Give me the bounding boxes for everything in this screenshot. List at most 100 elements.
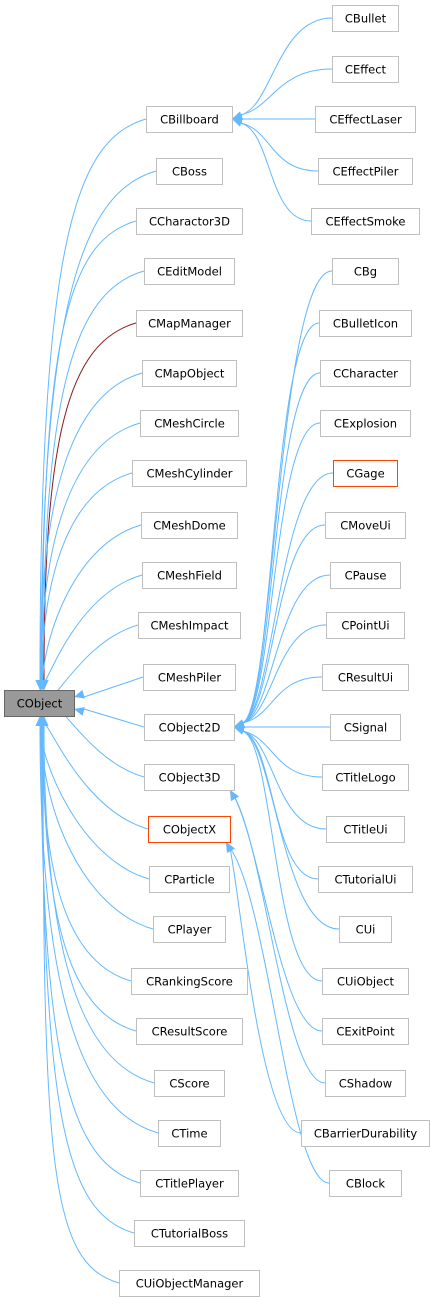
node-box [311,208,420,235]
edge-cbg-to-cobject2d [241,270,333,724]
node-ctitleui[interactable]: CTitleUi [326,816,405,843]
node-ctutorialboss[interactable]: CTutorialBoss [134,1220,245,1247]
node-cexplosion[interactable]: CExplosion [320,410,411,437]
node-ctitlelogo[interactable]: CTitleLogo [322,764,409,791]
node-label: CMeshField [157,569,222,583]
node-label: CCharacter [333,367,398,381]
node-label: CMeshCircle [154,417,225,431]
edge-cmeshimpact-to-cobject-arrowhead [35,680,45,690]
edge-cbullet-to-cbillboard [239,17,333,116]
node-cexitpoint[interactable]: CExitPoint [322,1018,409,1045]
node-ceffectsmoke[interactable]: CEffectSmoke [311,208,420,235]
node-label: CBillboard [160,113,219,127]
node-ccharactor3d[interactable]: CCharactor3D [136,208,243,235]
node-cbulleticon[interactable]: CBulletIcon [319,310,412,337]
node-box [315,106,416,133]
node-box [318,866,413,893]
edge-ceffectpiler-to-cbillboard [239,122,319,172]
node-label: CPause [345,569,387,583]
node-box [136,1018,243,1045]
node-cuiobject[interactable]: CUiObject [322,968,409,995]
node-label: CMeshImpact [150,619,229,633]
node-cmeshcylinder[interactable]: CMeshCylinder [132,460,247,487]
node-cboss[interactable]: CBoss [156,158,223,185]
node-cmapmanager[interactable]: CMapManager [136,310,243,337]
node-cmeshdome[interactable]: CMeshDome [141,512,238,539]
edges [35,17,340,1284]
node-box [320,360,411,387]
node-ceditmodel[interactable]: CEditModel [144,258,235,285]
node-cmeshcircle[interactable]: CMeshCircle [140,410,239,437]
node-label: CObject2D [159,721,221,735]
node-ceffectpiler[interactable]: CEffectPiler [318,158,413,185]
node-ceffect[interactable]: CEffect [332,56,399,83]
node-cbullet[interactable]: CBullet [332,5,399,32]
edge-ctutorialboss-to-cobject [41,725,135,1234]
node-csignal[interactable]: CSignal [330,714,401,741]
node-cmoveui[interactable]: CMoveUi [325,512,406,539]
node-cscore[interactable]: CScore [154,1070,225,1097]
edge-crankingscore-to-cobject [41,725,132,982]
node-label: CSignal [344,721,387,735]
node-cmapobject[interactable]: CMapObject [142,360,237,387]
node-ctutorialui[interactable]: CTutorialUi [318,866,413,893]
edge-cmoveui-to-cobject2d [241,524,326,724]
node-label: CBoss [172,165,207,179]
node-cui[interactable]: CUi [339,916,392,943]
node-box [326,816,405,843]
node-cbarrierdurability[interactable]: CBarrierDurability [301,1120,430,1147]
node-box [134,1220,245,1247]
node-box [149,866,230,893]
edge-cshadow-to-cobject3d [233,795,326,1084]
edge-cmeshdome-to-cobject [42,524,142,681]
node-label: CObject3D [159,771,221,785]
node-label: CBarrierDurability [314,1127,418,1141]
node-box [138,612,241,639]
edge-cpointui-to-cobject2d [241,624,327,724]
node-cbg[interactable]: CBg [332,258,399,285]
edge-cuiobjectmanager-to-cobject [42,725,120,1284]
node-box [325,1070,406,1097]
edge-cobject2d-to-cobject [83,708,145,728]
node-cobject3d[interactable]: CObject3D [144,764,235,791]
edge-cuiobject-to-cobject2d-arrowhead [234,726,245,735]
edge-cgage-to-cobject2d [241,472,334,724]
edge-ccharactor3d-to-cobject [41,220,137,681]
node-label: CEffectSmoke [326,215,406,229]
node-cobjectx[interactable]: CObjectX [148,816,231,843]
node-cmeshfield[interactable]: CMeshField [142,562,237,589]
node-cshadow[interactable]: CShadow [325,1070,406,1097]
edge-cmapmanager-to-cobject [43,322,137,681]
node-cmeshimpact[interactable]: CMeshImpact [138,612,241,639]
node-cparticle[interactable]: CParticle [149,866,230,893]
node-cpause[interactable]: CPause [330,562,401,589]
node-cpointui[interactable]: CPointUi [326,612,405,639]
node-cplayer[interactable]: CPlayer [153,916,226,943]
edge-cbillboard-to-cobject [39,118,147,681]
edge-ccharacter-to-cobject2d [241,372,321,724]
node-ccharacter[interactable]: CCharacter [320,360,411,387]
node-ctime[interactable]: CTime [158,1120,221,1147]
edge-cbulleticon-to-cobject2d [241,322,320,724]
node-cblock[interactable]: CBlock [329,1170,402,1197]
node-crankingscore[interactable]: CRankingScore [131,968,248,995]
node-ceffectlaser[interactable]: CEffectLaser [315,106,416,133]
node-cresultscore[interactable]: CResultScore [136,1018,243,1045]
edge-cobjectx-to-cobject [43,723,149,830]
node-cobject[interactable]: CObject [4,690,75,717]
node-cmeshpiler[interactable]: CMeshPiler [143,664,236,691]
node-cobject2d[interactable]: CObject2D [144,714,235,741]
node-box [158,1120,221,1147]
node-cuiobjectmanager[interactable]: CUiObjectManager [119,1270,260,1297]
node-cgage[interactable]: CGage [333,460,398,487]
edge-cbarrierdurability-to-cobjectx [229,847,302,1134]
node-label: CRankingScore [146,975,233,989]
node-label: CUiObjectManager [136,1277,244,1291]
node-box [119,1270,260,1297]
node-box [319,310,412,337]
node-ctitleplayer[interactable]: CTitlePlayer [140,1170,239,1197]
node-label: CBlock [346,1177,385,1191]
node-cbillboard[interactable]: CBillboard [146,106,233,133]
node-box [143,664,236,691]
node-cresultui[interactable]: CResultUi [322,664,409,691]
